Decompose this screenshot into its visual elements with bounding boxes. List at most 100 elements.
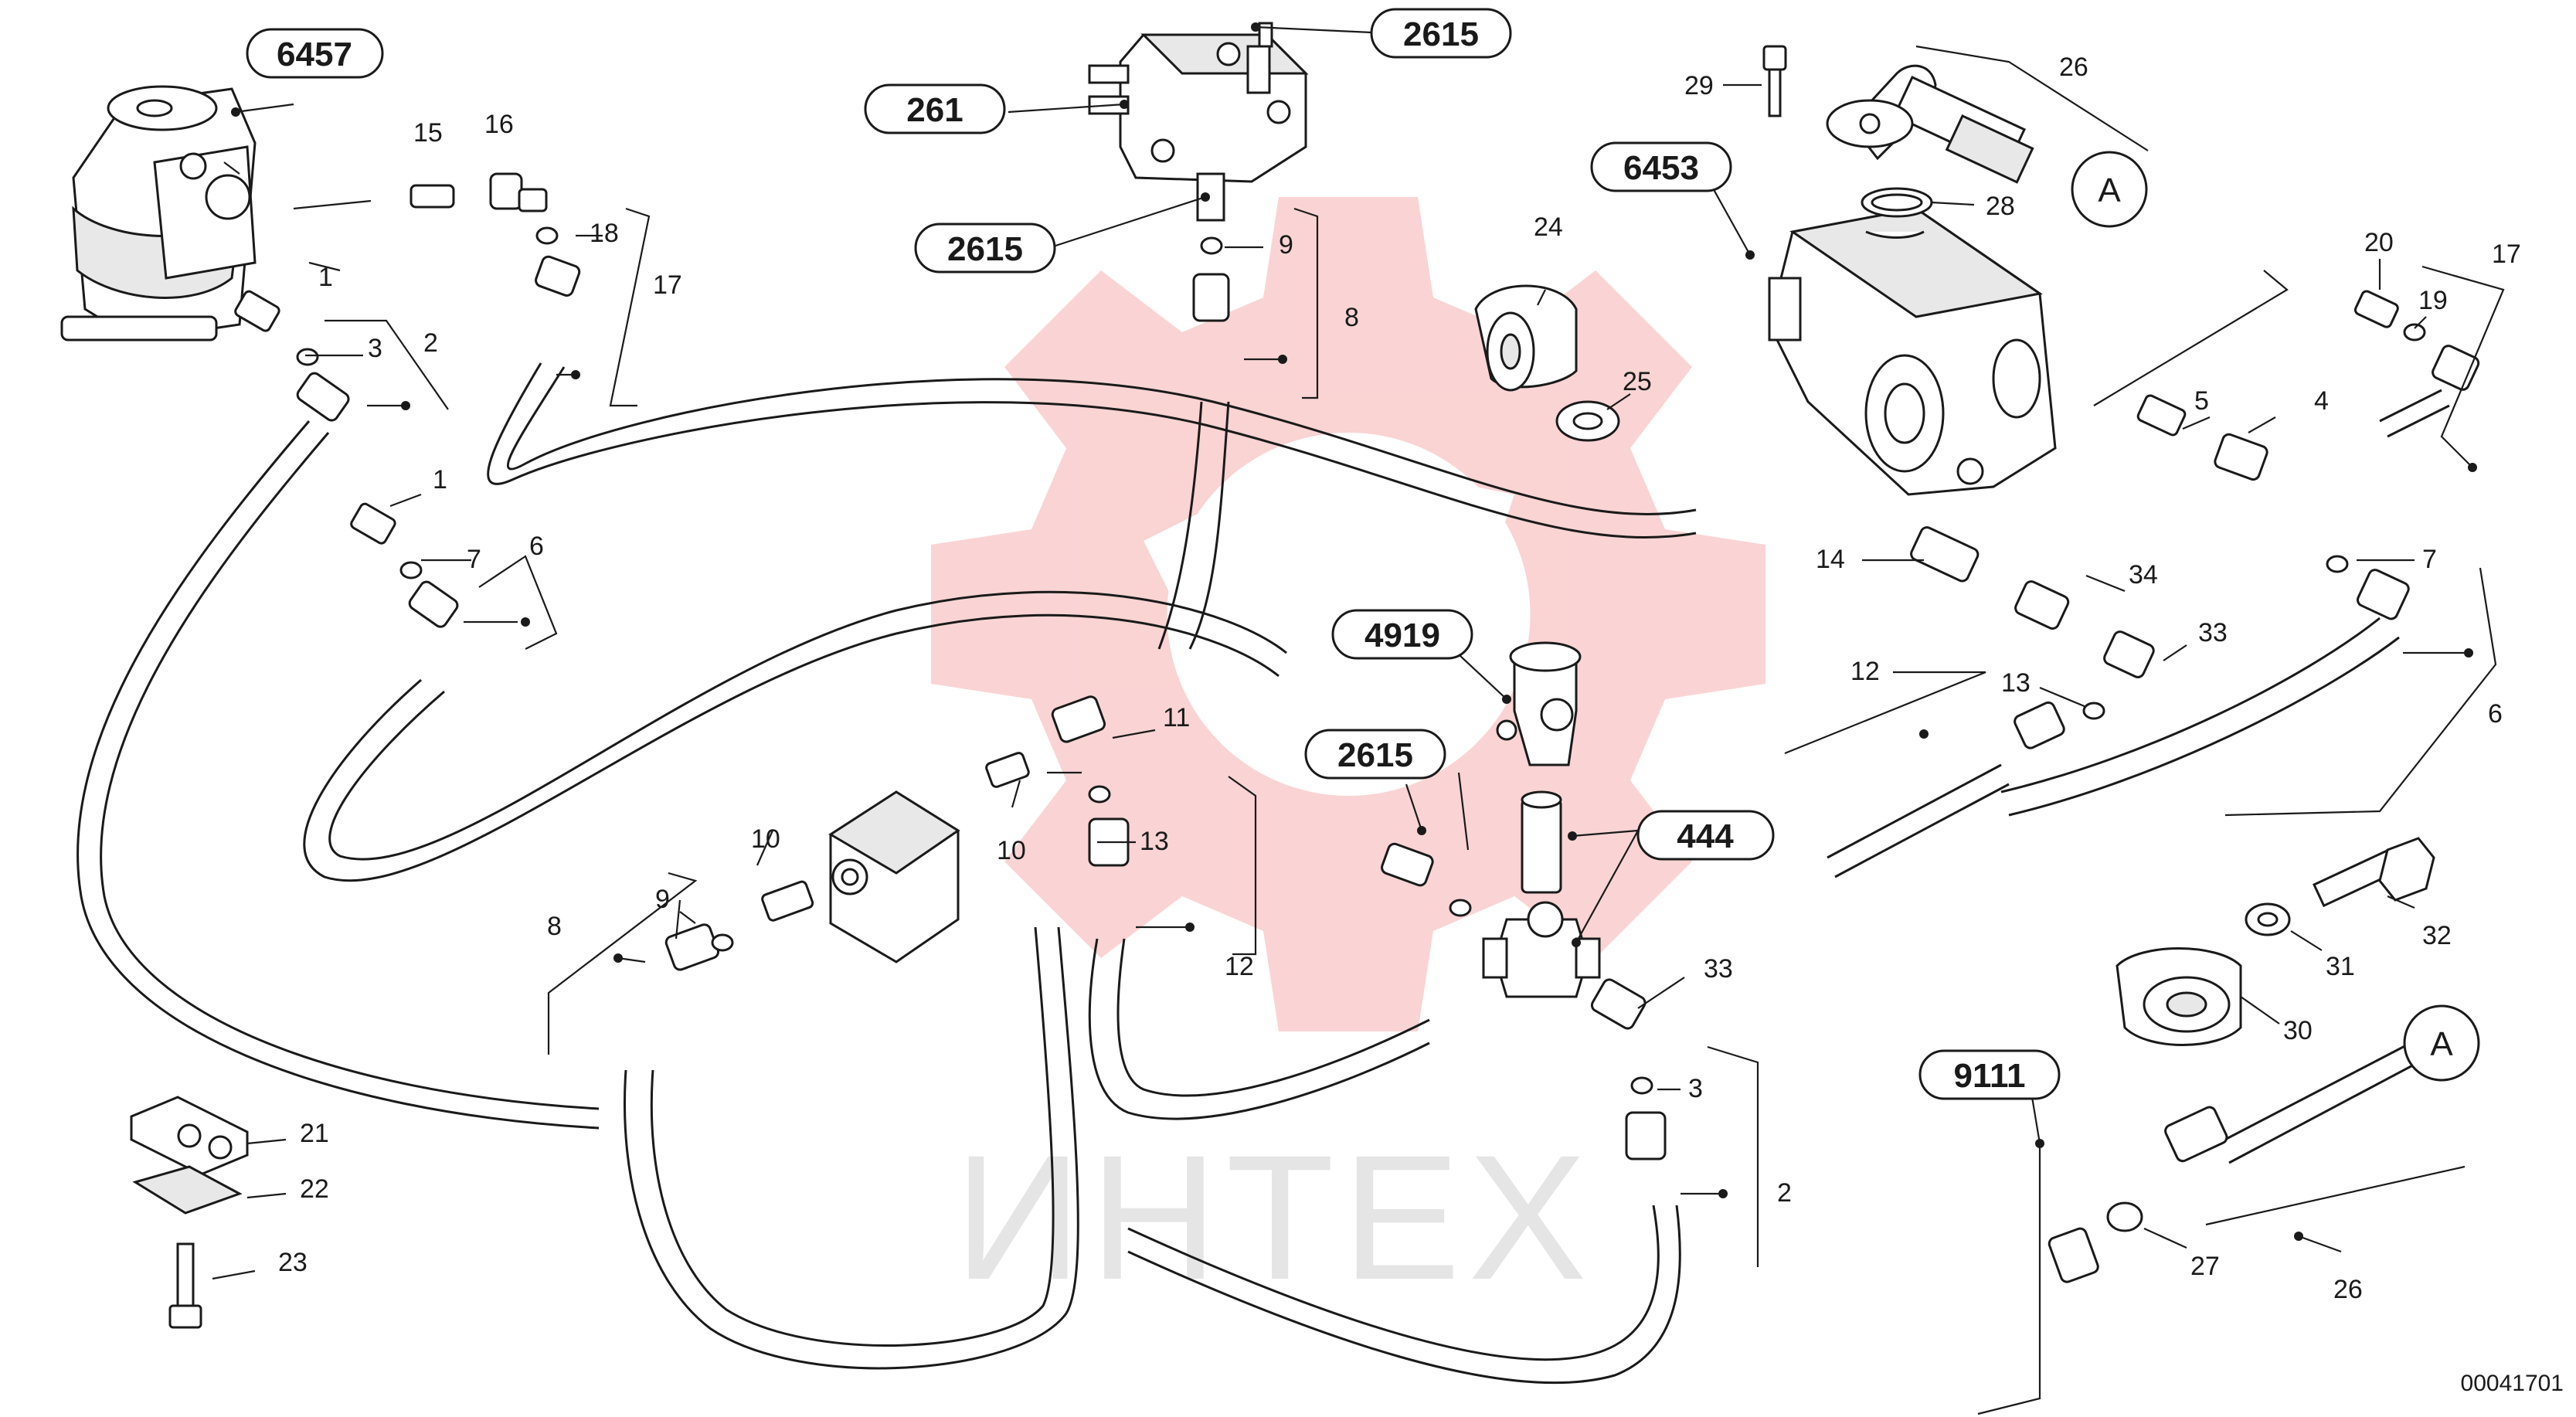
part-number: 17 — [653, 270, 682, 300]
part-number: 10 — [751, 824, 780, 854]
o-rings — [296, 226, 2426, 1095]
hose-assembly-26-top — [1826, 64, 2034, 184]
part-number: 12 — [1225, 952, 1254, 981]
hose-12-center — [1088, 938, 1430, 1120]
tag-261[interactable]: 261 — [864, 83, 1006, 134]
tag-2615-left[interactable]: 2615 — [914, 223, 1056, 274]
part-number: 18 — [590, 219, 619, 248]
part-number: 3 — [368, 334, 382, 363]
hose-17-left — [487, 362, 1697, 539]
part-number: 1 — [318, 263, 333, 292]
clamp-30 — [2116, 947, 2242, 1046]
main-pump-6453 — [1768, 207, 2057, 496]
conn-a-bottom[interactable]: A — [2403, 1004, 2480, 1082]
washer-31 — [2245, 902, 2291, 936]
part-number: 33 — [2198, 618, 2228, 647]
part-number: 1 — [433, 465, 447, 494]
part-number: 31 — [2326, 952, 2355, 981]
part-number: 12 — [1850, 657, 1880, 686]
fitting-16 — [489, 172, 523, 210]
part-number: 7 — [467, 545, 481, 574]
part-number: 22 — [300, 1174, 329, 1204]
steering-unit-6457 — [60, 85, 257, 342]
part-number: 2 — [423, 328, 438, 358]
tag-4919[interactable]: 4919 — [1331, 609, 1473, 660]
tag-2615-mid[interactable]: 2615 — [1304, 729, 1446, 780]
fitting-15 — [410, 184, 455, 209]
part-number: 29 — [1684, 71, 1714, 100]
part-number: 19 — [2418, 286, 2448, 315]
part-number: 26 — [2333, 1275, 2363, 1304]
svg-text:6453: 6453 — [1623, 149, 1699, 187]
leader-dots — [231, 22, 2477, 1241]
part-number: 6 — [529, 532, 544, 561]
drawing-id: 00041701 — [2461, 1371, 2564, 1396]
part-number: 3 — [1688, 1074, 1703, 1103]
hose-6-right — [2000, 617, 2400, 817]
part-number: 26 — [2059, 53, 2088, 82]
tag-6453[interactable]: 6453 — [1590, 141, 1732, 192]
bolt-23 — [168, 1242, 202, 1329]
svg-text:2615: 2615 — [947, 230, 1023, 268]
hose-8-top — [1157, 401, 1230, 650]
seal-28 — [1861, 187, 1933, 218]
tag-6457[interactable]: 6457 — [246, 28, 384, 79]
part-number: 23 — [278, 1248, 308, 1277]
part-number: 21 — [300, 1119, 329, 1148]
part-number: 9 — [655, 885, 670, 914]
part-number: 10 — [997, 836, 1026, 865]
svg-text:A: A — [2098, 172, 2121, 209]
fittings-small — [234, 172, 2480, 1283]
svg-text:2615: 2615 — [1403, 15, 1479, 53]
part-number: 2 — [1777, 1178, 1792, 1208]
hose-6-left — [303, 590, 1287, 882]
hose-12-right — [1827, 763, 2010, 878]
svg-text:6457: 6457 — [277, 36, 352, 73]
part-number: 34 — [2129, 560, 2158, 590]
bolt-29 — [1762, 45, 1787, 117]
part-number: 27 — [2190, 1252, 2220, 1281]
bolt-32 — [2313, 837, 2435, 908]
part-number: 33 — [1704, 954, 1733, 984]
clamp-block-21 — [130, 1096, 249, 1176]
valve-block — [828, 790, 960, 963]
part-number: 24 — [1534, 212, 1563, 242]
part-number: 20 — [2364, 228, 2394, 257]
assembly-tags: 6457 261 2615 2615 2615 6453 4919 444 — [246, 8, 2061, 1100]
svg-text:A: A — [2430, 1025, 2453, 1063]
tag-444[interactable]: 444 — [1636, 810, 1775, 861]
part-number: 25 — [1623, 367, 1652, 396]
part-number: 7 — [2422, 545, 2437, 574]
svg-text:444: 444 — [1677, 817, 1734, 855]
part-number: 32 — [2422, 921, 2452, 950]
part-number: 13 — [1140, 827, 1169, 856]
svg-text:2615: 2615 — [1337, 736, 1413, 774]
tag-2615-top[interactable]: 2615 — [1370, 8, 1512, 59]
hose-26-bottom — [2217, 1042, 2419, 1164]
hose-long-left — [76, 420, 600, 1130]
part-number: 9 — [1279, 230, 1293, 260]
clamp-24 — [1474, 284, 1578, 392]
part-number: 13 — [2001, 668, 2031, 698]
fitting-444 — [1482, 790, 1601, 998]
svg-text:9111: 9111 — [1953, 1057, 2025, 1095]
part-number: 28 — [1986, 192, 2015, 221]
part-number: 6 — [2488, 699, 2503, 729]
hose-2-bottom — [1127, 1205, 1681, 1385]
watermark-text: ИНТЕХ — [954, 1118, 1595, 1317]
part-number: 4 — [2314, 386, 2329, 416]
gear-pump-261 — [1088, 22, 1309, 222]
part-number: 15 — [413, 118, 443, 148]
part-number: 8 — [547, 912, 562, 941]
svg-text:4919: 4919 — [1364, 617, 1440, 654]
leader-lines — [212, 25, 2505, 1415]
part-number: 30 — [2283, 1016, 2313, 1045]
tag-9111[interactable]: 9111 — [1918, 1049, 2061, 1100]
fitting-4919 — [1496, 641, 1582, 766]
part-number: 11 — [1163, 703, 1190, 732]
part-numbers: 15 16 18 17 1 3 2 1 7 6 9 8 24 25 29 26 … — [278, 53, 2521, 1304]
part-number: 8 — [1344, 303, 1359, 332]
conn-a-top[interactable]: A — [2071, 151, 2148, 228]
part-number: 16 — [484, 110, 514, 139]
